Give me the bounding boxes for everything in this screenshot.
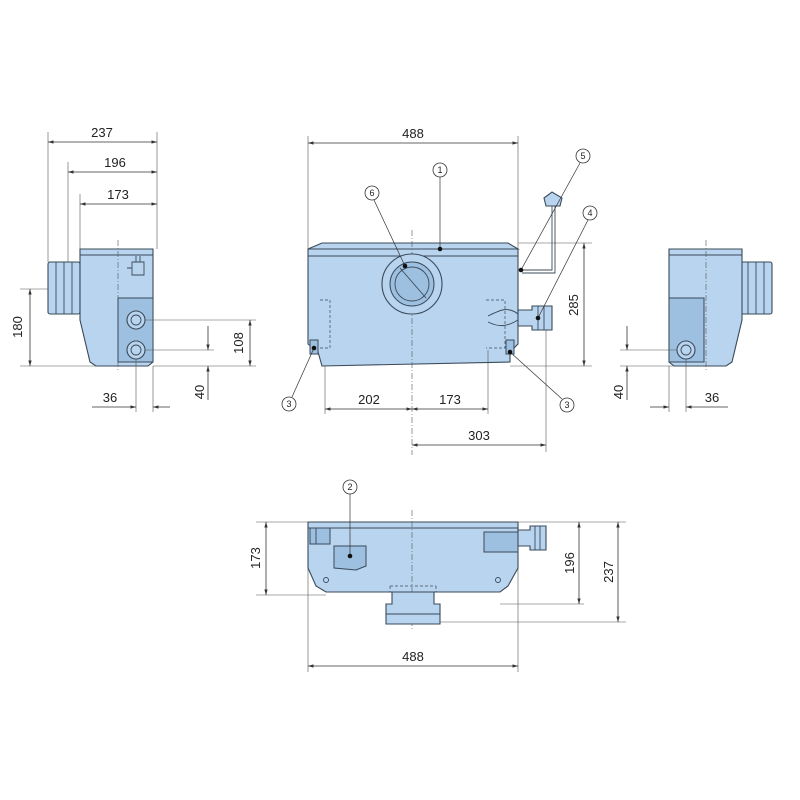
left-dim-237: 237 xyxy=(91,125,113,140)
front-dim-173: 173 xyxy=(439,392,461,407)
front-view-inlet-inner xyxy=(389,261,435,307)
callout-1: 1 xyxy=(437,165,442,175)
right-view-port xyxy=(676,340,696,360)
front-view-vent-valve xyxy=(543,191,563,207)
callout-3-left: 3 xyxy=(286,399,291,409)
left-dim-36: 36 xyxy=(103,390,117,405)
left-dim-173: 173 xyxy=(107,187,129,202)
front-view-vent-pipe xyxy=(518,206,553,271)
right-side-view: 40 36 xyxy=(611,240,773,412)
left-view-port-lower xyxy=(126,340,146,360)
callout-3-right: 3 xyxy=(564,400,569,410)
top-dim-237: 237 xyxy=(601,561,616,583)
top-dim-196: 196 xyxy=(562,552,577,574)
left-view-clamp xyxy=(127,256,145,276)
callout-6: 6 xyxy=(369,188,374,198)
front-view-side-outlet xyxy=(517,305,553,331)
left-dim-196: 196 xyxy=(104,155,126,170)
left-view-port-upper xyxy=(126,310,146,330)
callout-5: 5 xyxy=(580,151,585,161)
callout-4: 4 xyxy=(587,208,592,218)
top-dim-173: 173 xyxy=(248,547,263,569)
left-dim-180: 180 xyxy=(10,316,25,338)
top-view: 173 196 237 488 2 xyxy=(248,479,626,672)
left-dim-108: 108 xyxy=(231,332,246,354)
top-view-right-fitting xyxy=(483,531,519,553)
top-dim-488: 488 xyxy=(402,649,424,664)
front-dim-285: 285 xyxy=(566,294,581,316)
left-side-view: 237 196 173 180 108 40 36 xyxy=(10,125,256,412)
front-dim-488: 488 xyxy=(402,126,424,141)
front-dim-202: 202 xyxy=(358,392,380,407)
left-dim-40: 40 xyxy=(192,385,207,399)
right-dim-36: 36 xyxy=(705,390,719,405)
right-dim-40: 40 xyxy=(611,385,626,399)
top-view-left-port xyxy=(309,527,331,545)
top-view-outlet xyxy=(385,591,441,625)
front-view-lid xyxy=(307,242,520,250)
top-view-side-outlet xyxy=(517,525,547,551)
front-dim-303: 303 xyxy=(468,428,490,443)
callout-2: 2 xyxy=(347,482,352,492)
front-view: 488 285 202 173 303 1 6 5 xyxy=(281,126,598,455)
